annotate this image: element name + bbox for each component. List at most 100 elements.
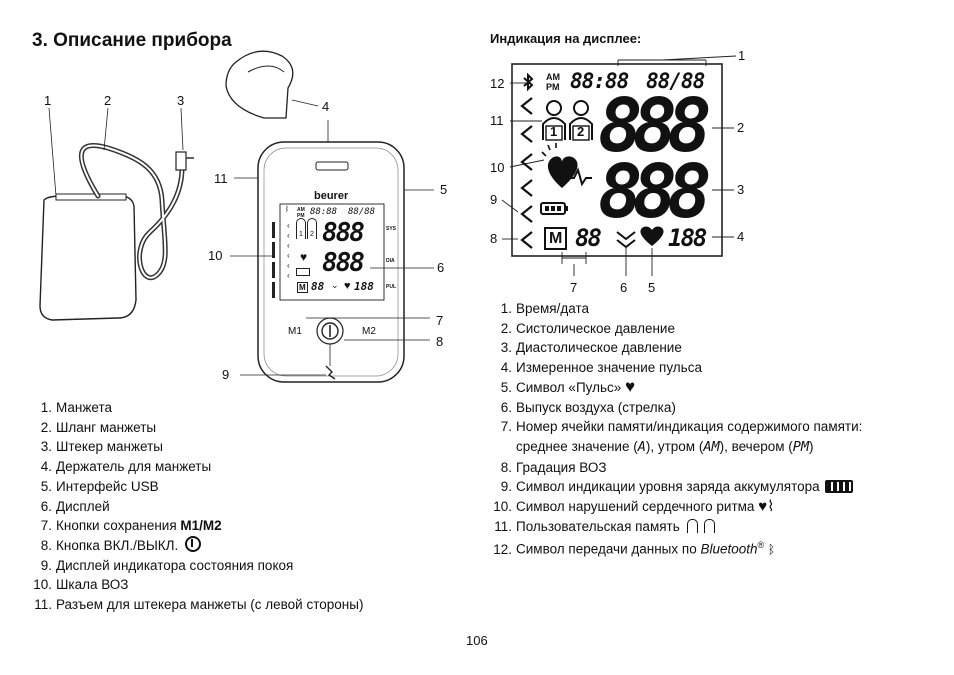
device-lcd-user2-icon xyxy=(307,218,317,239)
device-brand: beurer xyxy=(314,190,349,202)
display-memory-symbol: M xyxy=(544,227,568,250)
device-button-m2[interactable]: M2 xyxy=(362,326,376,337)
display-date: 88/88 xyxy=(646,69,705,93)
disp-callout-10: 10 xyxy=(490,160,505,175)
list-item: 10.Шкала ВОЗ xyxy=(33,577,129,593)
disp-callout-3: 3 xyxy=(737,182,745,197)
callout-10: 10 xyxy=(208,248,223,263)
section-title: 3. Описание прибора xyxy=(32,30,232,51)
display-user1-label: 1 xyxy=(550,124,558,139)
evening-glyph: PM xyxy=(792,438,810,455)
disp-callout-11: 11 xyxy=(490,113,504,128)
power-icon xyxy=(185,535,202,552)
display-pulse: 188 xyxy=(668,224,707,252)
disp-callout-2: 2 xyxy=(737,120,745,135)
disp-callout-5: 5 xyxy=(648,280,656,295)
callout-5: 5 xyxy=(440,182,448,197)
device-lcd-mem-number: 88 xyxy=(311,280,325,293)
device-button-m1[interactable]: M1 xyxy=(288,326,302,337)
irregular-heartbeat-icon: ♥⌇ xyxy=(758,498,775,516)
device-lcd-mem: M xyxy=(297,282,308,293)
list-item: 8.Кнопка ВКЛ./ВЫКЛ. xyxy=(28,535,363,556)
disp-callout-4: 4 xyxy=(737,229,745,244)
device-lcd-time: 88:88 xyxy=(310,207,338,217)
display-diastolic: 888 xyxy=(598,149,712,235)
display-memory-number: 88 xyxy=(575,224,602,252)
list-item: 7.Номер ячейки памяти/индикация содержим… xyxy=(500,419,863,435)
device-lcd-battery-icon xyxy=(296,268,310,276)
device-lcd-pul-label: PUL xyxy=(386,284,396,290)
device-lcd-bluetooth-icon: ᛒ xyxy=(285,206,290,213)
device-lcd-user2-label: 2 xyxy=(310,231,314,238)
list-item: 11.Пользовательская память xyxy=(492,517,862,537)
list-item: 11.Разъем для штекера манжеты (с левой с… xyxy=(34,597,364,613)
list-item-continuation: среднее значение (A), утром (AM), вечеро… xyxy=(516,438,814,455)
deflate-arrow-icon xyxy=(616,231,636,249)
display-bluetooth-icon xyxy=(523,72,534,92)
battery-icon xyxy=(540,202,568,215)
display-frame xyxy=(511,63,723,257)
device-lcd-am: AM xyxy=(297,207,305,213)
device-parts-list: 1.Манжета 2.Шланг манжеты 3.Штекер манже… xyxy=(28,398,363,615)
rest-indicator-icon xyxy=(325,365,336,380)
disp-callout-8: 8 xyxy=(490,231,498,246)
disp-callout-7: 7 xyxy=(570,280,578,295)
heart-icon: ♥ xyxy=(625,376,636,396)
list-item: 3.Диастолическое давление xyxy=(500,340,682,356)
callout-2: 2 xyxy=(104,93,112,108)
callout-4: 4 xyxy=(322,99,330,114)
device-lcd-date: 88/88 xyxy=(348,207,376,217)
cuff-holder xyxy=(225,50,294,119)
device-lcd-user1-label: 1 xyxy=(299,231,303,238)
battery-icon xyxy=(825,480,854,494)
device-lcd-dia: 888 xyxy=(322,248,365,278)
average-glyph: A xyxy=(637,438,646,455)
disp-callout-12: 12 xyxy=(490,76,505,91)
morning-glyph: AM xyxy=(703,438,720,455)
display-symbols-list: 1.Время/дата 2.Систолическое давление 3.… xyxy=(492,299,862,561)
list-item: 3.Штекер манжеты xyxy=(40,439,163,455)
list-item: 10.Символ нарушений сердечного ритма ♥⌇ xyxy=(493,498,775,516)
device-lcd-sys-label: SYS xyxy=(386,226,397,232)
device-lcd-sys: 888 xyxy=(322,218,365,248)
list-item: 4.Держатель для манжеты xyxy=(40,459,212,475)
irregular-heartbeat-icon xyxy=(541,143,592,188)
device-lcd-arrow-left-icon: ‹‹‹‹‹‹ xyxy=(287,221,290,280)
list-item: 1.Время/дата xyxy=(500,301,589,316)
list-item: 2.Шланг манжеты xyxy=(40,419,157,435)
list-item: 9.Символ индикации уровня заряда аккумул… xyxy=(492,477,862,497)
display-time: 88:88 xyxy=(570,69,629,93)
disp-callout-6: 6 xyxy=(620,280,628,295)
device-lcd-arrow-icon: ⌄ xyxy=(331,280,339,290)
list-item: 5.Интерфейс USB xyxy=(40,478,159,494)
list-item: 6.Дисплей xyxy=(40,498,110,514)
list-item: 1.Манжета xyxy=(40,400,112,415)
callout-11: 11 xyxy=(214,171,228,186)
list-item: 8.Градация ВОЗ xyxy=(500,459,607,475)
user-memory-icons xyxy=(542,100,593,141)
device-lcd-pulse: 188 xyxy=(354,280,374,293)
list-item: 2.Систолическое давление xyxy=(500,320,675,336)
list-item: 4.Измеренное значение пульса xyxy=(500,360,702,376)
device-lcd-pm: PM xyxy=(297,213,305,219)
pulse-heart-icon xyxy=(640,226,664,246)
device-lcd-irregular-heart-icon: ♥ xyxy=(300,250,308,264)
callout-9: 9 xyxy=(222,367,230,382)
device-lcd-heart-icon: ♥ xyxy=(344,280,351,292)
bluetooth-icon: ᛒ xyxy=(767,542,776,557)
list-item: 5.Символ «Пульс» ♥ xyxy=(500,376,636,396)
cuff-tab xyxy=(55,193,127,201)
display-am: AM xyxy=(546,72,560,82)
page-number: 106 xyxy=(466,633,488,648)
user-memory-icon xyxy=(686,518,698,533)
who-scale-device xyxy=(272,222,275,298)
usb-port xyxy=(315,161,349,171)
who-scale-display xyxy=(520,97,533,249)
user-memory-icon xyxy=(704,518,716,533)
list-item: 9.Дисплей индикатора состояния покоя xyxy=(40,557,294,573)
list-item: 7.Кнопки сохранения M1/M2 xyxy=(40,518,222,534)
display-pm: PM xyxy=(546,82,560,92)
display-systolic: 888 xyxy=(598,83,712,169)
display-illustration xyxy=(501,55,737,276)
display-title: Индикация на дисплее: xyxy=(490,31,642,46)
